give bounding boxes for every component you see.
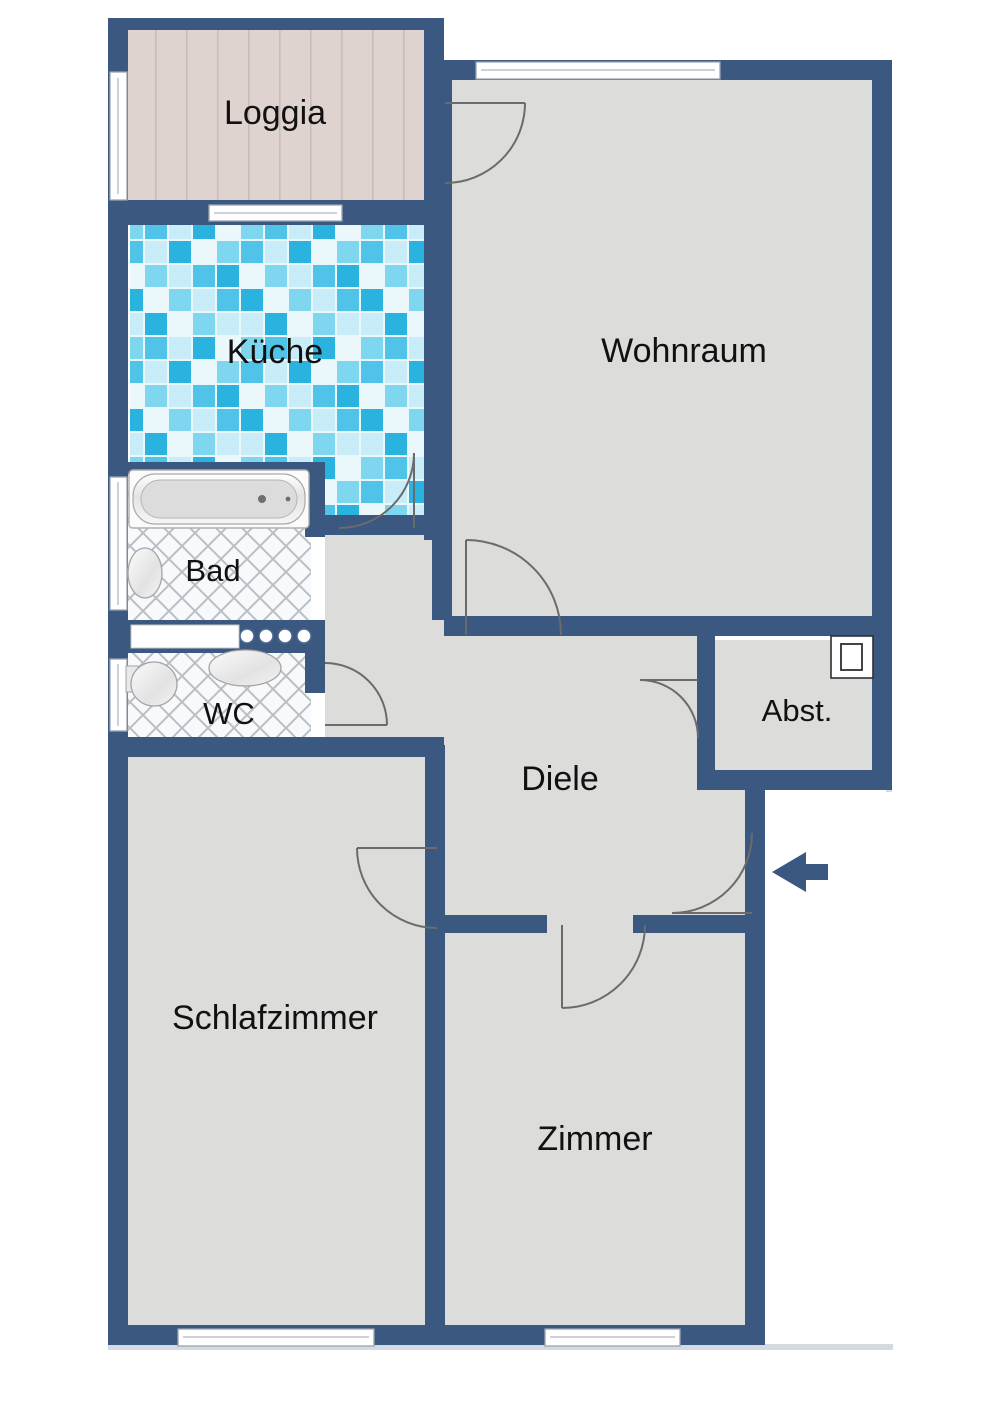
window-bad-left <box>109 476 128 611</box>
wall-wc-bottom <box>108 737 444 757</box>
room-label-schlafzimmer: Schlafzimmer <box>172 999 378 1037</box>
door-diele-north <box>465 539 562 636</box>
shaft-fixture <box>830 635 874 679</box>
door-schlafzimmer <box>356 847 438 929</box>
wall-wohnraum-left <box>432 60 452 620</box>
bad-sink-fixture <box>127 547 163 599</box>
room-label-zimmer: Zimmer <box>537 1120 652 1158</box>
entrance-direction-arrow <box>772 852 828 892</box>
wall-bad-right <box>305 462 325 537</box>
wc-sink-fixture <box>208 649 282 687</box>
wc-toilet-fixture <box>125 661 178 707</box>
window-zimmer-bottom <box>544 1328 681 1347</box>
wall-schlaf-zimmer <box>425 745 445 1345</box>
room-floor-wohnraum <box>443 73 886 624</box>
room-label-loggia: Loggia <box>224 94 326 132</box>
door-wc <box>324 662 388 726</box>
windows <box>109 61 721 1347</box>
wall-wc-right <box>305 653 325 693</box>
wall-diele-east <box>745 778 765 928</box>
room-floors <box>126 18 886 1345</box>
kitchen-counter-fixture <box>130 624 240 649</box>
wall-abst-left <box>697 628 715 778</box>
wall-loggia-top <box>108 18 444 30</box>
cooktop-fixture <box>239 628 312 644</box>
room-label-abstellraum: Abst. <box>762 693 833 728</box>
window-loggia-left <box>109 71 128 201</box>
door-entry <box>671 832 753 914</box>
room-floor-schlafzimmer <box>126 745 426 1345</box>
fixtures <box>125 469 874 707</box>
window-schlafzimmer-bottom <box>177 1328 375 1347</box>
room-floor-loggia <box>126 18 426 208</box>
room-label-wc: WC <box>203 696 255 731</box>
room-label-diele: Diele <box>521 760 598 798</box>
doors <box>324 102 753 1009</box>
window-loggia-bottom <box>208 204 343 222</box>
window-wohnraum-top <box>475 61 721 80</box>
wall-right-outer <box>872 60 892 790</box>
wall-wohnraum-bottom <box>444 616 884 636</box>
wall-abst-bottom <box>697 770 892 790</box>
door-zimmer <box>561 924 646 1009</box>
wall-zimmer-top-right <box>633 915 765 933</box>
wall-zimmer-top-left <box>432 915 547 933</box>
bathtub-fixture <box>128 469 310 529</box>
door-wohnraum <box>444 102 526 184</box>
door-kueche <box>338 452 415 529</box>
wall-kueche-bottom-right <box>311 515 444 535</box>
room-label-wohnraum: Wohnraum <box>601 332 767 370</box>
room-label-bad: Bad <box>185 553 240 588</box>
window-wc-left <box>109 658 128 732</box>
room-labels: Loggia Küche Bad WC Wohnraum Abst. Diele… <box>172 94 832 1158</box>
wall-zimmer-right <box>745 915 765 1345</box>
door-abstellraum <box>639 679 699 739</box>
room-label-kueche: Küche <box>227 333 323 371</box>
